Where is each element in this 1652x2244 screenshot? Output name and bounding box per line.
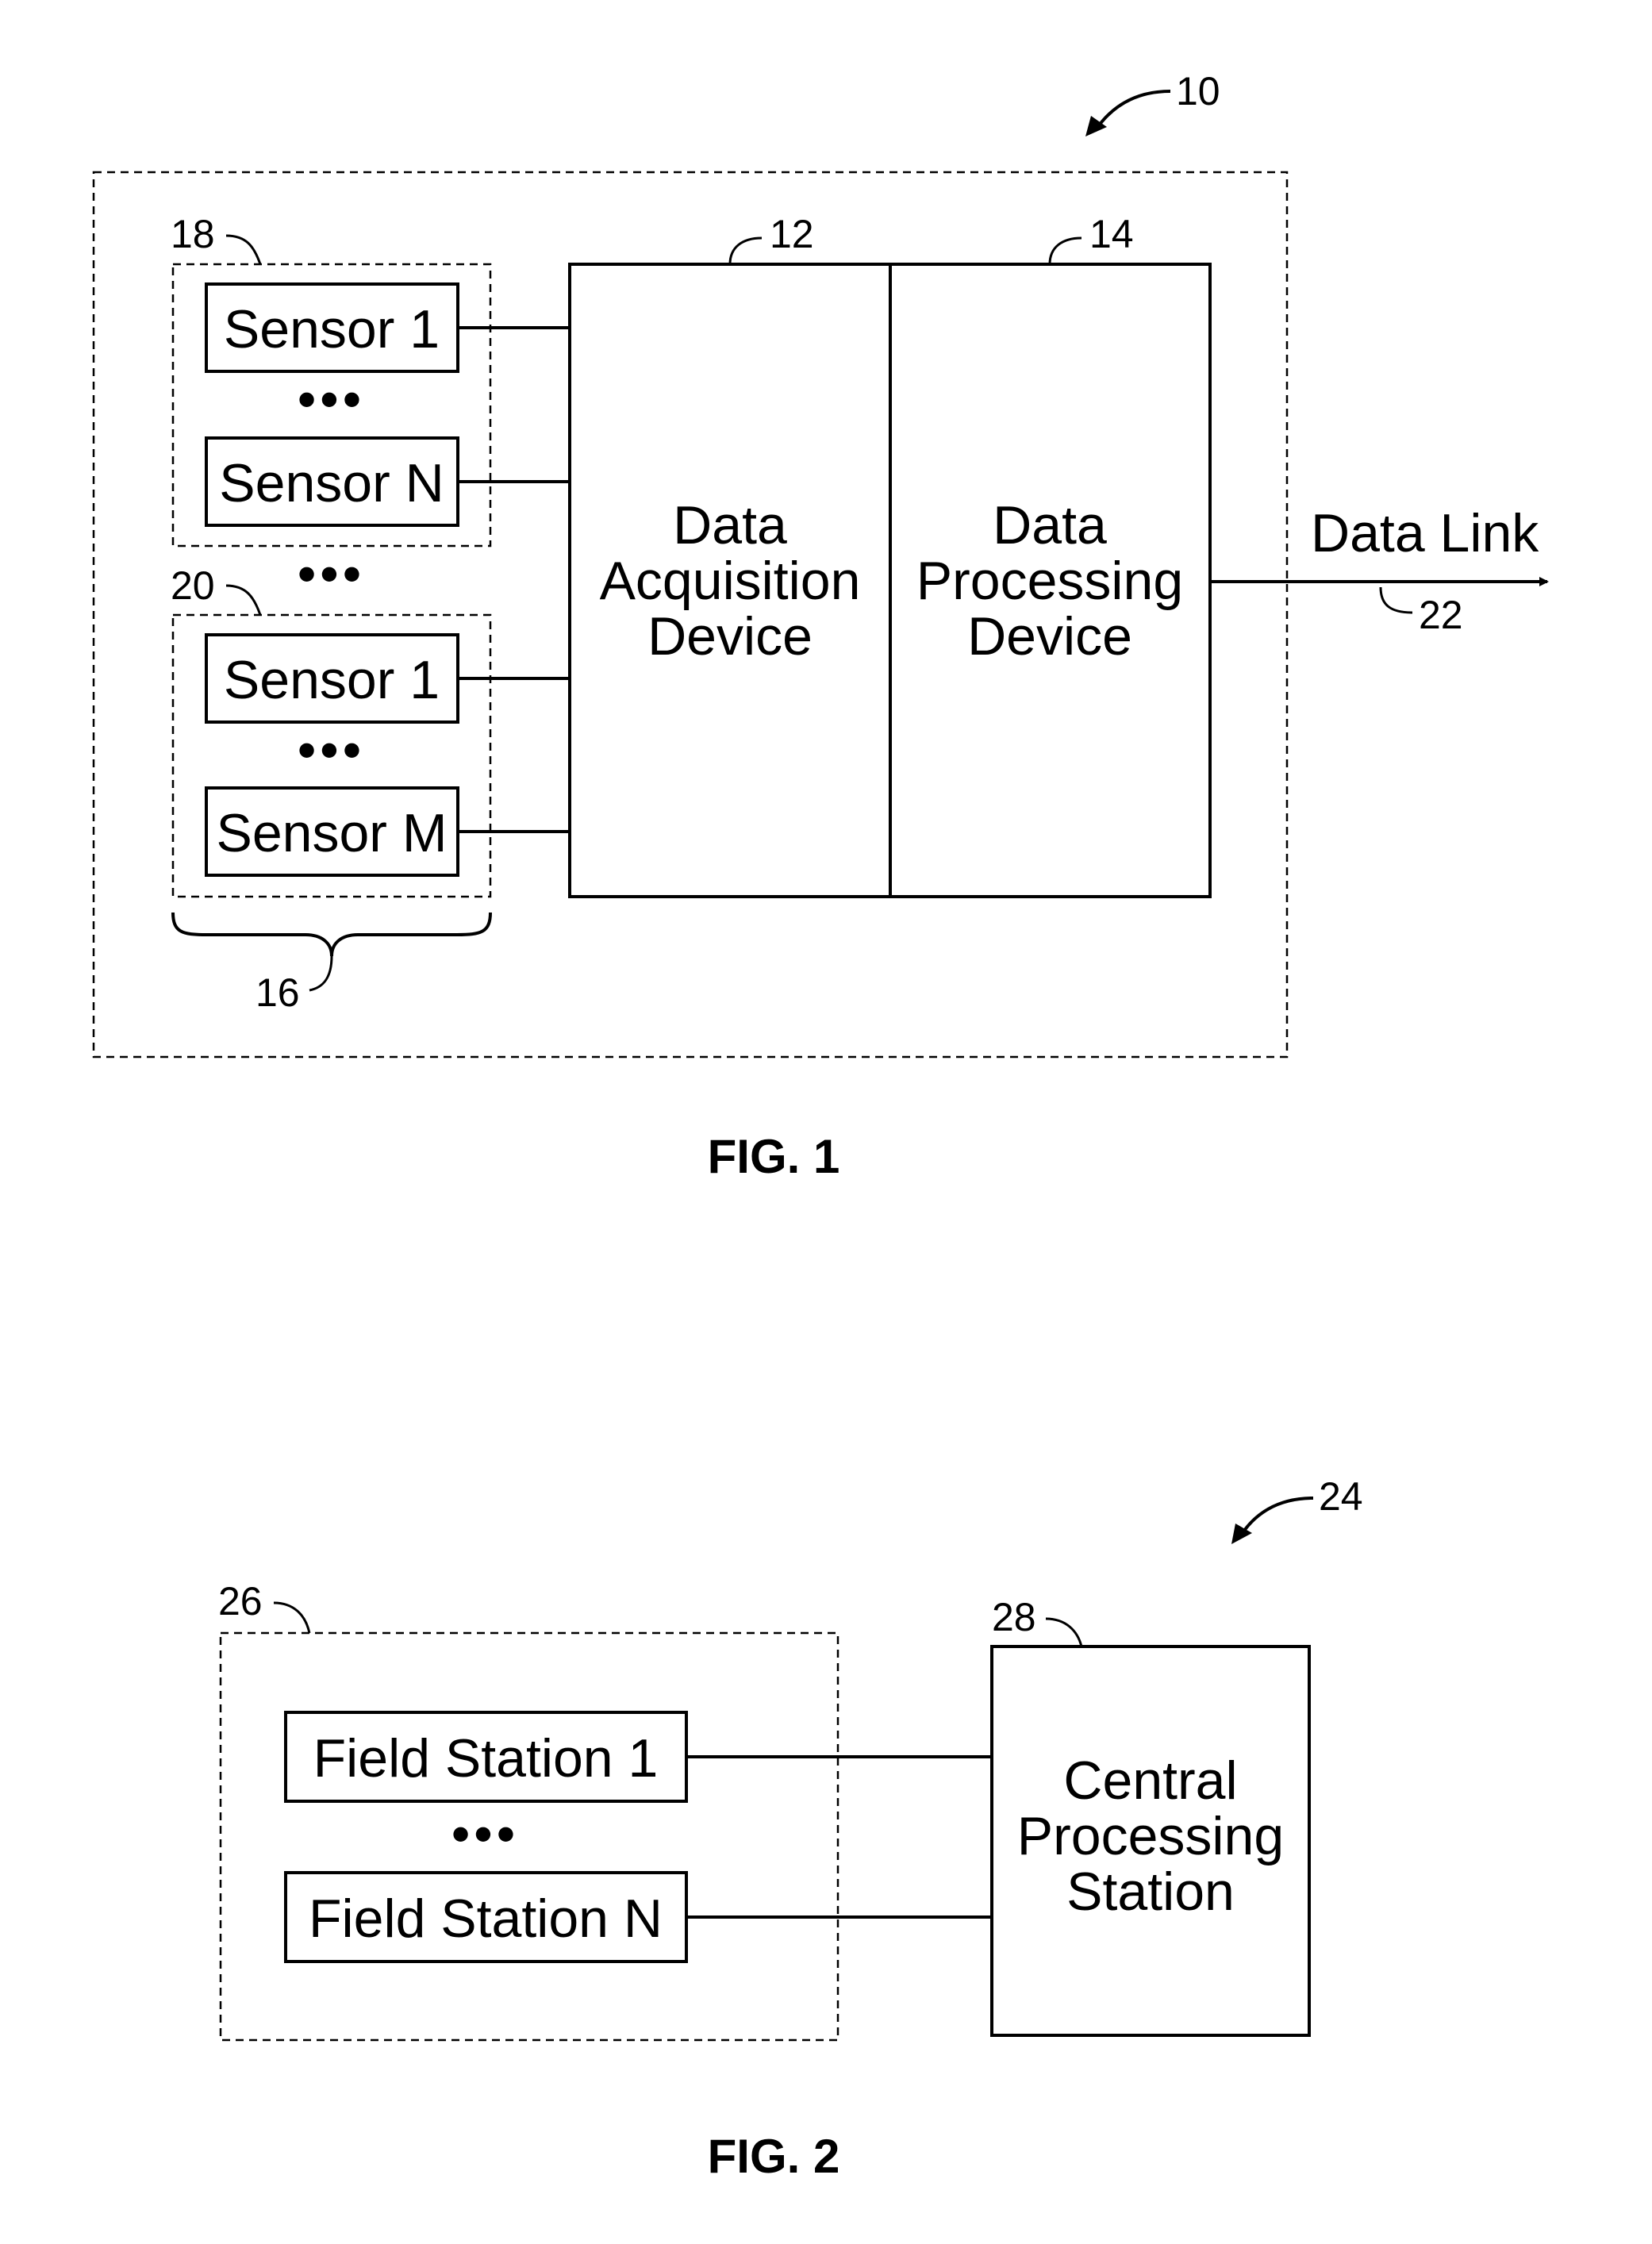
ref-12-label: 12 [770,212,814,256]
ref-26-label: 26 [218,1579,263,1623]
central-label-2: Processing [1017,1806,1284,1866]
ref-18-leader [226,236,260,264]
sensor-a-first-label: Sensor 1 [224,299,440,359]
data-link-label: Data Link [1311,503,1539,563]
ref-28-label: 28 [992,1595,1036,1639]
sensor-a-last-label: Sensor N [219,453,444,513]
ref-20-leader [226,586,260,615]
central-label-1: Central [1063,1750,1237,1811]
data-acquisition-label-3: Device [647,606,813,667]
ref-10-label: 10 [1176,69,1220,113]
sensor-b-first-label: Sensor 1 [224,650,440,710]
ref-22-label: 22 [1419,593,1463,637]
ref-24-arrow [1239,1498,1313,1538]
field-station-ellipsis: ••• [451,1805,519,1862]
ref-14-leader [1050,238,1081,264]
ref-12-leader [730,238,762,264]
data-processing-label-2: Processing [916,551,1183,611]
central-label-3: Station [1066,1862,1235,1922]
ref-16-leader [309,956,332,990]
data-acquisition-label-1: Data [673,495,787,555]
ref-18-label: 18 [171,212,215,256]
sensor-b-ellipsis: ••• [298,721,365,778]
ref-22-leader [1381,587,1412,613]
ref-28-leader [1046,1619,1081,1646]
sensor-groups-brace [173,913,490,956]
figure-2: 24 26 Field Station 1 ••• Field Station … [218,1474,1363,2183]
field-station-group [221,1633,838,2040]
ref-26-leader [274,1603,309,1633]
ref-14-label: 14 [1089,212,1134,256]
field-station-first-label: Field Station 1 [313,1728,659,1789]
figure-1: 10 18 Sensor 1 ••• Sensor N ••• 20 Senso… [94,69,1547,1183]
data-processing-label-1: Data [993,495,1107,555]
figure-2-caption: FIG. 2 [708,2130,840,2183]
ref-20-label: 20 [171,563,215,608]
field-station-last-label: Field Station N [309,1889,663,1949]
ref-10-arrow [1095,91,1170,131]
sensor-b-last-label: Sensor M [217,803,448,863]
data-acquisition-label-2: Acquisition [600,551,861,611]
group-ellipsis: ••• [298,545,365,602]
sensor-a-ellipsis: ••• [298,371,365,428]
ref-16-label: 16 [255,970,300,1015]
ref-24-label: 24 [1319,1474,1363,1519]
figure-1-caption: FIG. 1 [708,1130,840,1183]
data-processing-label-3: Device [967,606,1132,667]
